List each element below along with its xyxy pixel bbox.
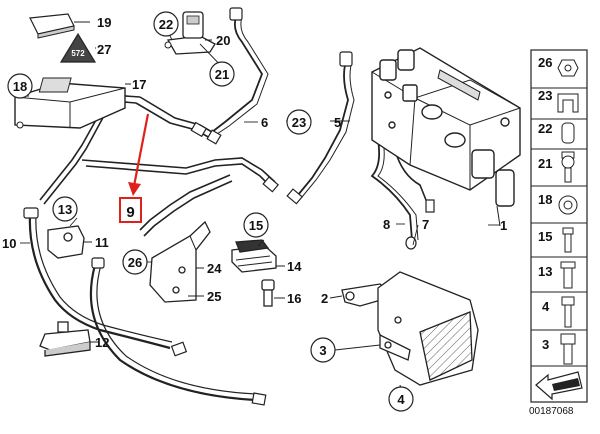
label-14: 14 xyxy=(287,259,302,274)
label-10: 10 xyxy=(2,236,16,251)
callout-18: 18 xyxy=(13,79,27,94)
callout-13: 13 xyxy=(58,202,72,217)
label-24: 24 xyxy=(207,261,222,276)
part-19-pad xyxy=(29,13,90,39)
warning-triangle-icon: 572 xyxy=(59,32,97,63)
label-12: 12 xyxy=(95,335,109,350)
callout-22: 22 xyxy=(159,17,173,32)
callout-26: 26 xyxy=(128,255,142,270)
label-25: 25 xyxy=(207,289,221,304)
callout-23: 23 xyxy=(292,115,306,130)
highlight-arrow xyxy=(128,113,150,196)
part-4-mount-bracket xyxy=(377,271,479,394)
hose-fittings xyxy=(23,7,435,406)
legend-item-23: 23 xyxy=(538,88,552,103)
label-19: 19 xyxy=(97,15,111,30)
label-20: 20 xyxy=(216,33,230,48)
hose-lines xyxy=(28,16,429,402)
callout-3: 3 xyxy=(319,343,326,358)
callout-15: 15 xyxy=(249,218,263,233)
label-1: 1 xyxy=(500,218,507,233)
highlighted-part-box xyxy=(119,197,142,223)
label-5: 5 xyxy=(334,115,341,130)
direction-arrow-icon xyxy=(535,371,583,401)
label-8: 8 xyxy=(383,217,390,232)
part-14-rubber-mount xyxy=(231,239,285,273)
label-2: 2 xyxy=(321,291,328,306)
legend-item-18: 18 xyxy=(538,192,552,207)
legend-item-4: 4 xyxy=(542,299,550,314)
label-16: 16 xyxy=(287,291,301,306)
highlighted-part-label: 9 xyxy=(126,204,134,221)
part-20-sensor xyxy=(164,11,216,55)
part-12-clip xyxy=(39,321,98,357)
circled-callouts xyxy=(7,11,414,412)
legend-item-26: 26 xyxy=(538,55,552,70)
label-17: 17 xyxy=(132,77,146,92)
legend-item-21: 21 xyxy=(538,156,552,171)
legend-item-13: 13 xyxy=(538,264,552,279)
part-11-bracket xyxy=(47,225,92,259)
part-17-control-unit xyxy=(14,77,131,129)
callout-4: 4 xyxy=(397,392,405,407)
label-11: 11 xyxy=(95,235,109,250)
label-27: 27 xyxy=(97,42,111,57)
callout-21: 21 xyxy=(215,67,229,82)
part-24-bracket-plate xyxy=(149,220,211,303)
legend-item-22: 22 xyxy=(538,121,552,136)
legend-item-3: 3 xyxy=(542,337,549,352)
part-16-stud xyxy=(261,279,285,307)
label-6: 6 xyxy=(261,115,268,130)
warning-icon-code: 572 xyxy=(71,49,85,58)
part-1-valve-block xyxy=(371,47,521,227)
diagram-code: 00187068 xyxy=(529,406,574,417)
label-7: 7 xyxy=(422,217,429,232)
legend-item-15: 15 xyxy=(538,229,552,244)
legend-panel: 26 23 22 21 18 15 13 4 3 xyxy=(530,49,588,403)
